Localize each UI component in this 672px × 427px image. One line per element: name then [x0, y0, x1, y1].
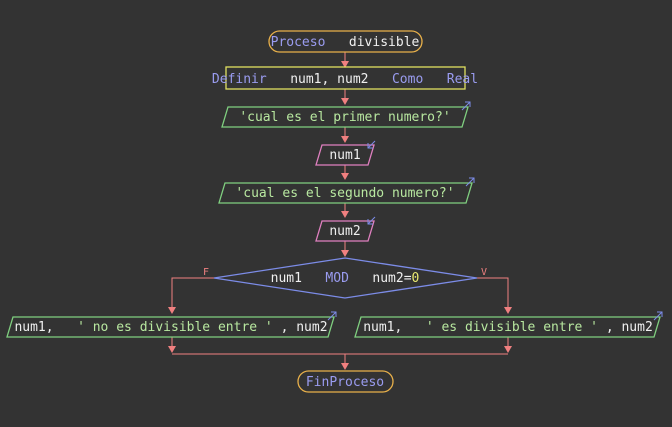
- input-block-2: num2: [315, 216, 376, 242]
- false-label: F: [203, 267, 209, 278]
- output-arrow-icon: [461, 101, 471, 111]
- svg-text:Proceso divisibl: Proceso divisible: [271, 35, 420, 50]
- condition-operator: MOD: [325, 271, 349, 286]
- decision-block: num1 MOD num2=0 F V: [203, 257, 487, 299]
- definir-keyword: Definir: [212, 72, 267, 87]
- input-var-1: num1: [329, 148, 360, 163]
- input-arrow-icon: [367, 140, 376, 149]
- output-text-1: 'cual es el primer numero?': [239, 110, 450, 125]
- true-label: V: [481, 267, 487, 278]
- true-output-var-2: , num2: [606, 320, 653, 335]
- false-output-var-1: num1,: [14, 320, 53, 335]
- definir-type: Real: [447, 72, 478, 87]
- input-var-2: num2: [329, 224, 360, 239]
- connectors: [168, 52, 512, 370]
- output-block-false: num1, ' no es divisible entre ' , num2: [6, 311, 337, 338]
- true-output-var-1: num1,: [363, 320, 402, 335]
- connector-false-branch: [168, 277, 214, 314]
- connector-true-branch: [477, 277, 512, 314]
- definir-como: Como: [392, 72, 423, 87]
- svg-text:num1, ' no es di: num1, ' no es divisible entre ' , num2: [14, 320, 327, 335]
- start-keyword: Proceso: [271, 35, 326, 50]
- false-output-var-2: , num2: [281, 320, 328, 335]
- svg-text:Definir num1, nu: Definir num1, num2 Como Real: [212, 72, 478, 87]
- output-block-1: 'cual es el primer numero?': [221, 101, 471, 128]
- definir-vars: num1, num2: [290, 72, 368, 87]
- end-keyword: FinProceso: [306, 375, 384, 390]
- input-block-1: num1: [315, 140, 376, 166]
- condition-operand-b: num2=: [372, 271, 411, 286]
- output-arrow-icon: [327, 311, 337, 321]
- output-arrow-icon: [653, 311, 663, 321]
- end-terminal: FinProceso: [297, 370, 394, 393]
- output-block-true: num1, ' es divisible entre ' , num2: [354, 311, 663, 338]
- true-output-string: ' es divisible entre ': [426, 320, 598, 335]
- start-terminal: Proceso divisible: [268, 30, 423, 53]
- output-text-2: 'cual es el segundo numero?': [235, 186, 454, 201]
- definir-block: Definir num1, num2 Como Real: [212, 66, 478, 90]
- false-output-string: ' no es divisible entre ': [77, 320, 273, 335]
- svg-text:num1, ' es divis: num1, ' es divisible entre ' , num2: [363, 320, 653, 335]
- output-block-2: 'cual es el segundo numero?': [218, 177, 475, 204]
- svg-text:num1 MOD: num1 MOD num2=0: [271, 271, 420, 286]
- input-arrow-icon: [367, 216, 376, 225]
- process-name: divisible: [349, 35, 420, 50]
- output-arrow-icon: [465, 177, 475, 187]
- condition-value: 0: [412, 271, 420, 286]
- condition-operand-a: num1: [271, 271, 302, 286]
